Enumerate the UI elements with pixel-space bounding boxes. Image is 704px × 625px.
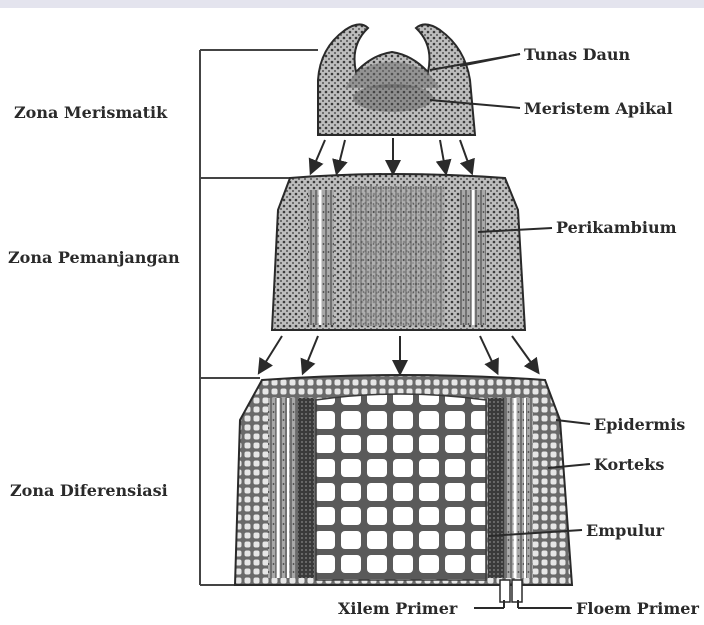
label-primary-phloem: Floem Primer [576, 599, 699, 618]
zone-meristematic-label: Zona Merismatik [14, 103, 168, 122]
label-leaf-buds: Tunas Daun [524, 45, 631, 64]
label-apical-meristem: Meristem Apikal [524, 99, 673, 118]
apical-meristem-tissue [318, 24, 475, 135]
label-primary-xylem: Xilem Primer [338, 599, 458, 618]
label-epidermis: Epidermis [594, 415, 685, 434]
zone-elongation-label: Zona Pemanjangan [8, 248, 180, 267]
arrows-lower [262, 336, 535, 368]
arrows-upper [313, 138, 470, 168]
label-cortex: Korteks [594, 455, 664, 474]
zone-differentiation-label: Zona Diferensiasi [10, 481, 168, 500]
elongation-zone-tissue [272, 174, 525, 330]
label-pith: Empulur [586, 521, 665, 540]
label-pericambium: Perikambium [556, 218, 677, 237]
differentiation-zone-tissue [235, 375, 572, 602]
